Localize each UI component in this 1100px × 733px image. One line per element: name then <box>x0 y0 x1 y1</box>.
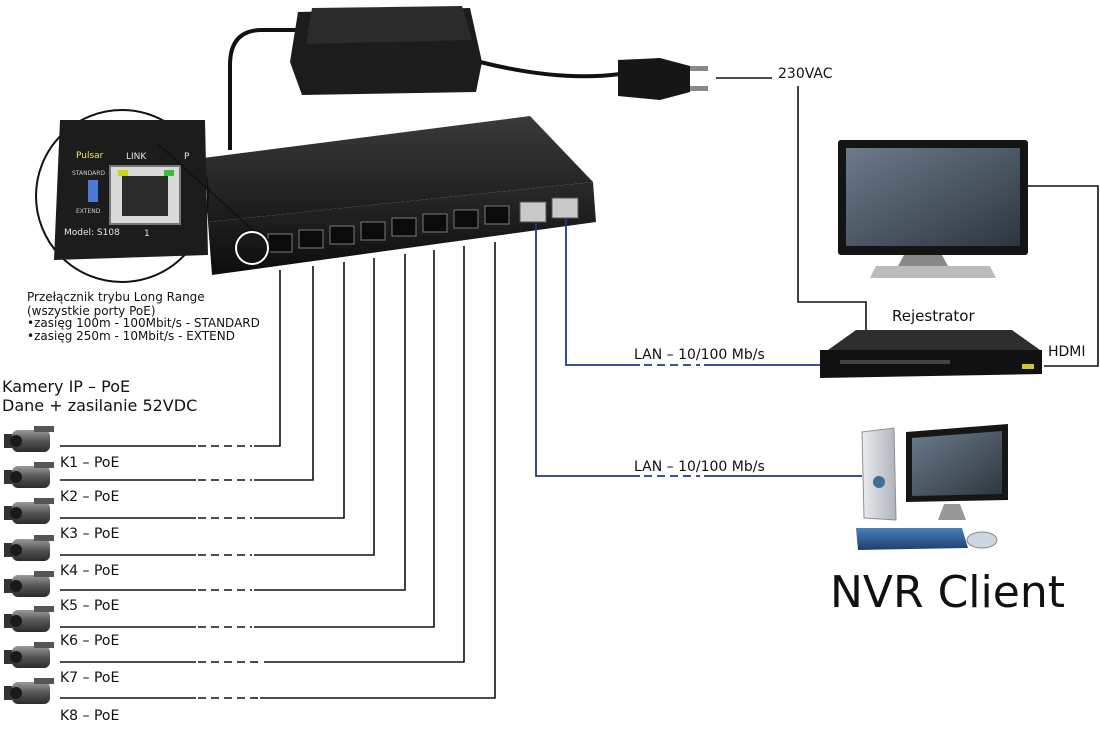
camera-label-1: K1 – PoE <box>60 455 120 471</box>
camera-cable-7 <box>60 246 465 663</box>
long-range-note-line2: (wszystkie porty PoE) <box>27 304 156 318</box>
switch-poe-port <box>267 233 293 253</box>
ip-camera-icon <box>4 535 54 561</box>
inset-brand: Pulsar <box>76 151 104 161</box>
ip-camera-icon <box>4 642 54 668</box>
lan-label-recorder: LAN – 10/100 Mb/s <box>634 347 765 363</box>
inset-mode-standard: STANDARD <box>72 170 106 177</box>
camera-cable-1 <box>60 270 281 447</box>
inset-port-number: 1 <box>144 229 150 239</box>
ip-camera-icon <box>4 462 54 488</box>
camera-label-8: K8 – PoE <box>60 708 120 724</box>
ip-camera-icon <box>4 571 54 597</box>
camera-cable-5 <box>60 254 406 591</box>
camera-group <box>4 426 54 704</box>
power-cable <box>716 77 867 330</box>
camera-label-3: K3 – PoE <box>60 526 120 542</box>
camera-label-2: K2 – PoE <box>60 489 120 505</box>
hdmi-label: HDMI <box>1048 344 1086 360</box>
cameras-header-line2: Dane + zasilanie 52VDC <box>2 396 198 415</box>
camera-cable-group <box>60 242 496 699</box>
camera-cable-6 <box>60 250 435 628</box>
monitor <box>838 140 1028 278</box>
camera-cable-2 <box>60 266 314 481</box>
power-adapter <box>228 6 708 150</box>
camera-label-4: K4 – PoE <box>60 563 120 579</box>
switch-poe-port <box>422 213 448 233</box>
camera-cable-4 <box>60 258 375 556</box>
recorder-device <box>820 330 1042 378</box>
poe-switch <box>203 116 596 275</box>
client-pc <box>856 424 1008 550</box>
switch-poe-port <box>329 225 355 245</box>
switch-poe-port <box>391 217 417 237</box>
recorder-label: Rejestrator <box>892 307 975 325</box>
switch-poe-port <box>298 229 324 249</box>
ip-camera-icon <box>4 498 54 524</box>
voltage-label: 230VAC <box>778 66 833 82</box>
camera-label-6: K6 – PoE <box>60 633 120 649</box>
switch-uplink-port <box>519 201 547 223</box>
switch-poe-ports <box>267 197 579 253</box>
lan-cable-recorder <box>565 218 820 366</box>
inset-mode-extend: EXTEND <box>76 208 101 215</box>
lan-label-client: LAN – 10/100 Mb/s <box>634 459 765 475</box>
cameras-header-line1: Kamery IP – PoE <box>2 377 131 396</box>
long-range-note-line3: •zasięg 100m - 100Mbit/s - STANDARD <box>27 316 260 330</box>
long-range-note-line4: •zasięg 250m - 10Mbit/s - EXTEND <box>27 329 235 343</box>
camera-cable-8 <box>60 242 496 699</box>
ip-camera-icon <box>4 678 54 704</box>
switch-poe-port <box>360 221 386 241</box>
inset-port-label: P <box>184 152 190 162</box>
hdmi-cable <box>1028 185 1099 367</box>
inset-model: Model: S108 <box>64 228 120 238</box>
nvr-client-label: NVR Client <box>830 567 1065 618</box>
ip-camera-icon <box>4 606 54 632</box>
switch-poe-port <box>484 205 510 225</box>
lan-cable-client <box>535 222 862 477</box>
switch-uplink-port <box>551 197 579 219</box>
switch-poe-port <box>453 209 479 229</box>
camera-cable-3 <box>60 262 345 519</box>
camera-label-5: K5 – PoE <box>60 598 120 614</box>
ip-camera-icon <box>4 426 54 452</box>
long-range-note-line1: Przełącznik trybu Long Range <box>27 290 205 304</box>
switch-mode-inset <box>35 109 271 283</box>
camera-label-7: K7 – PoE <box>60 670 120 686</box>
inset-link-label: LINK <box>126 152 147 162</box>
